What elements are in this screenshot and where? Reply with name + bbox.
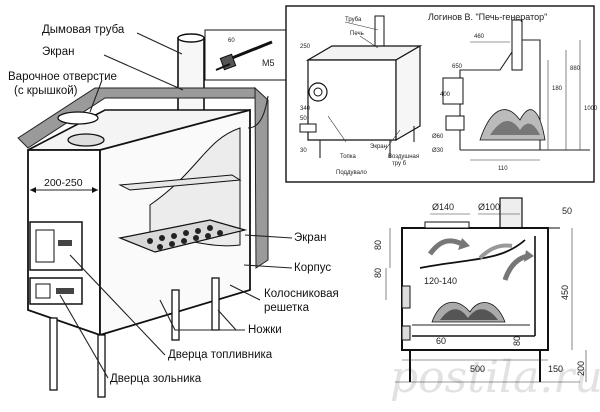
label-bolt-size: M5 [262,58,275,68]
section-dim-450: 450 [560,285,570,300]
cross-section-drawing [385,197,587,383]
section-dim-80b: 80 [373,268,383,278]
inset-oven: Печь [350,31,364,37]
bolt-detail [204,29,288,81]
grate [117,219,248,253]
inset-air-pipe: Воздушная [388,154,419,160]
inset-r-1000: 1000 [584,106,598,112]
inset-screen: Экран [370,144,387,150]
label-legs: Ножки [248,324,282,336]
inset-r-880: 880 [570,66,581,72]
label-grate-2: решетка [264,302,310,314]
cooking-hole [67,133,105,147]
label-fuel-door: Дверца топливника [168,349,273,361]
inset-title: Логинов В. "Печь-генератор" [428,12,547,22]
inset-d30: Ø30 [432,148,444,154]
inset-r-400: 400 [440,92,451,98]
inset-r-650: 650 [452,64,463,70]
inset-panel [285,5,595,183]
section-dim-50: 50 [562,206,572,216]
label-ash-door: Дверца зольника [110,373,202,385]
fuel-door [29,221,83,271]
label-cooking-hole: Варочное отверстие [8,71,117,83]
inset-r-110: 110 [498,166,508,172]
inset-firebox: Топка [340,154,357,160]
section-d140: Ø140 [432,202,454,212]
section-dim-500: 500 [470,364,485,374]
label-bolt-len: 60 [228,38,235,44]
inset-dim-250: 250 [300,44,311,50]
main-stove-drawing [17,29,293,398]
inset-dim-30: 30 [300,148,307,154]
inset-pipe: Труба [345,17,362,23]
label-screen-top: Экран [42,46,74,58]
section-d100: Ø100 [478,202,500,212]
watermark: postila.ru [390,352,600,403]
inset-dim-50: 50 [300,116,307,122]
leg [49,317,58,391]
section-dim-80c: 80 [512,336,522,346]
label-grate: Колосниковая [264,288,339,300]
inset-r-180: 180 [552,86,563,92]
label-width-dim: 200-250 [44,177,83,189]
inset-r-460: 460 [474,34,485,40]
inset-ash-pan: Поддувало [336,170,368,176]
label-body: Корпус [294,262,331,274]
label-cooking-hole-lid: (с крышкой) [14,85,78,97]
section-dim-60: 60 [436,336,446,346]
chimney-pipe [177,37,205,113]
label-screen-right: Экран [294,232,326,244]
section-dim-200: 200 [576,361,586,376]
inset-air-pipe-2: тру б [392,161,407,167]
inset-d60: Ø60 [432,134,444,140]
label-chimney: Дымовая труба [42,24,125,36]
leg [171,289,180,341]
cooking-hole-lid [57,111,99,125]
section-dim-120-140: 120-140 [424,276,457,286]
section-dim-80a: 80 [373,240,383,250]
right-screen [254,86,269,269]
inset-dim-340: 340 [300,106,311,112]
leg [211,277,220,331]
section-dim-150: 150 [548,364,563,374]
